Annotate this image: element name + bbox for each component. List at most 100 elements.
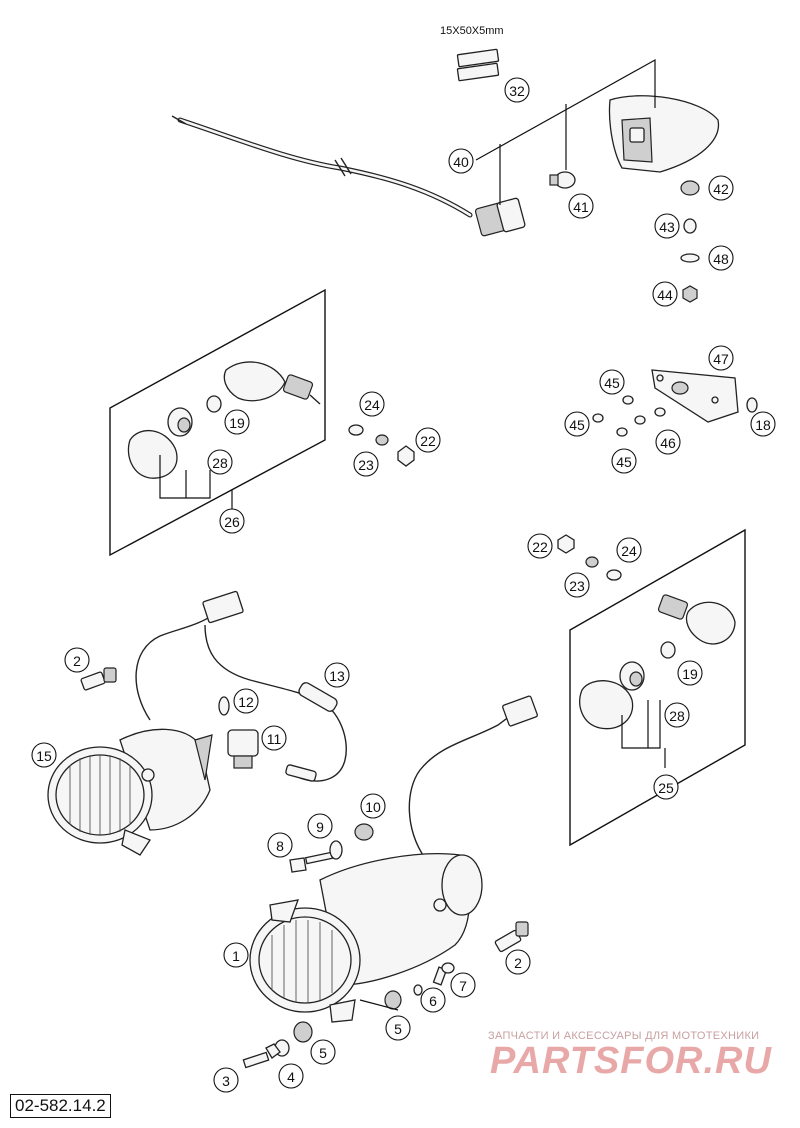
callout-circle	[359, 391, 385, 417]
callout-3: 3	[213, 1067, 239, 1093]
tail-light-assembly	[171, 48, 720, 303]
tail-light-socket	[474, 197, 526, 237]
callout-label: 11	[267, 731, 282, 747]
indicator-housing-right	[657, 594, 736, 645]
main-headlight-assembly	[242, 695, 538, 1069]
callout-circle	[224, 409, 250, 435]
callout-25: 25	[653, 774, 679, 800]
callout-circle	[504, 77, 530, 103]
callout-circle	[261, 725, 287, 751]
callout-label: 46	[660, 435, 676, 451]
callout-circle	[213, 1067, 239, 1093]
callout-circle	[708, 345, 734, 371]
indicator-sleeve	[167, 407, 193, 437]
callout-8: 8	[267, 832, 293, 858]
indicator-bulb-right	[660, 641, 676, 659]
foam-pads	[456, 48, 500, 82]
callout-45: 45	[611, 448, 637, 474]
parking-light-bulb	[218, 696, 230, 716]
callout-circle	[450, 972, 476, 998]
callout-5: 5	[385, 1015, 411, 1041]
mounting-nuts	[680, 180, 700, 303]
callout-label: 26	[224, 514, 240, 530]
callout-label: 48	[713, 251, 729, 267]
callout-label: 47	[713, 351, 729, 367]
indicator-sleeve-right	[619, 661, 645, 691]
callout-4: 4	[278, 1063, 304, 1089]
indicator-mount-hardware-right	[557, 534, 622, 581]
callout-12: 12	[233, 688, 259, 714]
callout-43: 43	[654, 213, 680, 239]
callout-15: 15	[31, 742, 57, 768]
callout-label: 3	[222, 1073, 230, 1089]
callout-2: 2	[64, 647, 90, 673]
callout-circle	[664, 702, 690, 728]
indicator-bulb	[206, 395, 222, 413]
callout-circle	[654, 213, 680, 239]
callout-circle	[677, 660, 703, 686]
callout-circle	[307, 813, 333, 839]
watermark-caption: ЗАПЧАСТИ И АКСЕССУАРЫ ДЛЯ МОТОТЕХНИКИ	[488, 1030, 760, 1042]
callout-label: 15	[36, 748, 52, 764]
callout-circle	[655, 429, 681, 455]
callout-22: 22	[527, 533, 553, 559]
indicator-housing	[223, 361, 321, 405]
callout-6: 6	[420, 987, 446, 1013]
callout-label: 4	[287, 1069, 295, 1085]
front-turn-signal-group	[557, 528, 746, 847]
callout-circle	[310, 1039, 336, 1065]
callout-label: 5	[319, 1045, 327, 1061]
callout-label: 1	[232, 948, 240, 964]
license-plate-hardware	[592, 395, 666, 437]
callout-19: 19	[677, 660, 703, 686]
callout-circle	[207, 449, 233, 475]
callout-label: 23	[569, 578, 585, 594]
indicator-lens-right	[579, 680, 634, 730]
size-label: 15X50X5mm	[440, 25, 504, 37]
callout-circle	[219, 508, 245, 534]
callout-label: 2	[73, 653, 81, 669]
callout-label: 32	[509, 83, 525, 99]
callout-circle	[708, 175, 734, 201]
callout-circle	[505, 949, 531, 975]
callout-9: 9	[307, 813, 333, 839]
callout-48: 48	[708, 245, 734, 271]
callout-2: 2	[505, 949, 531, 975]
callout-circle	[31, 742, 57, 768]
adjuster-screw-and-spring	[289, 823, 374, 873]
callout-label: 2	[514, 955, 522, 971]
callout-19: 19	[224, 409, 250, 435]
callout-circle	[750, 411, 776, 437]
callout-label: 45	[616, 454, 632, 470]
callout-label: 45	[569, 417, 585, 433]
mounting-hardware-main	[242, 962, 455, 1069]
callout-26: 26	[219, 508, 245, 534]
callout-label: 41	[573, 199, 589, 215]
callout-circle	[568, 193, 594, 219]
tail-light-housing	[608, 95, 720, 173]
callout-45: 45	[599, 369, 625, 395]
callout-circle	[415, 427, 441, 453]
callout-circle	[223, 942, 249, 968]
diagram-code: 02-582.14.2	[10, 1094, 111, 1118]
headlight-bulb-right	[494, 921, 529, 953]
callout-label: 22	[420, 433, 436, 449]
callout-circle	[385, 1015, 411, 1041]
callout-circle	[448, 148, 474, 174]
callout-label: 44	[657, 287, 673, 303]
watermark-logo: PARTSFOR.RU	[490, 1040, 772, 1082]
callout-45: 45	[564, 411, 590, 437]
callout-label: 42	[713, 181, 729, 197]
callout-circle	[616, 537, 642, 563]
rear-turn-signal-group	[109, 288, 415, 557]
callout-circle	[599, 369, 625, 395]
callout-label: 40	[453, 154, 469, 170]
callout-label: 19	[682, 666, 698, 682]
callout-47: 47	[708, 345, 734, 371]
callout-circle	[564, 572, 590, 598]
callout-circle	[527, 533, 553, 559]
callout-28: 28	[207, 449, 233, 475]
callout-41: 41	[568, 193, 594, 219]
